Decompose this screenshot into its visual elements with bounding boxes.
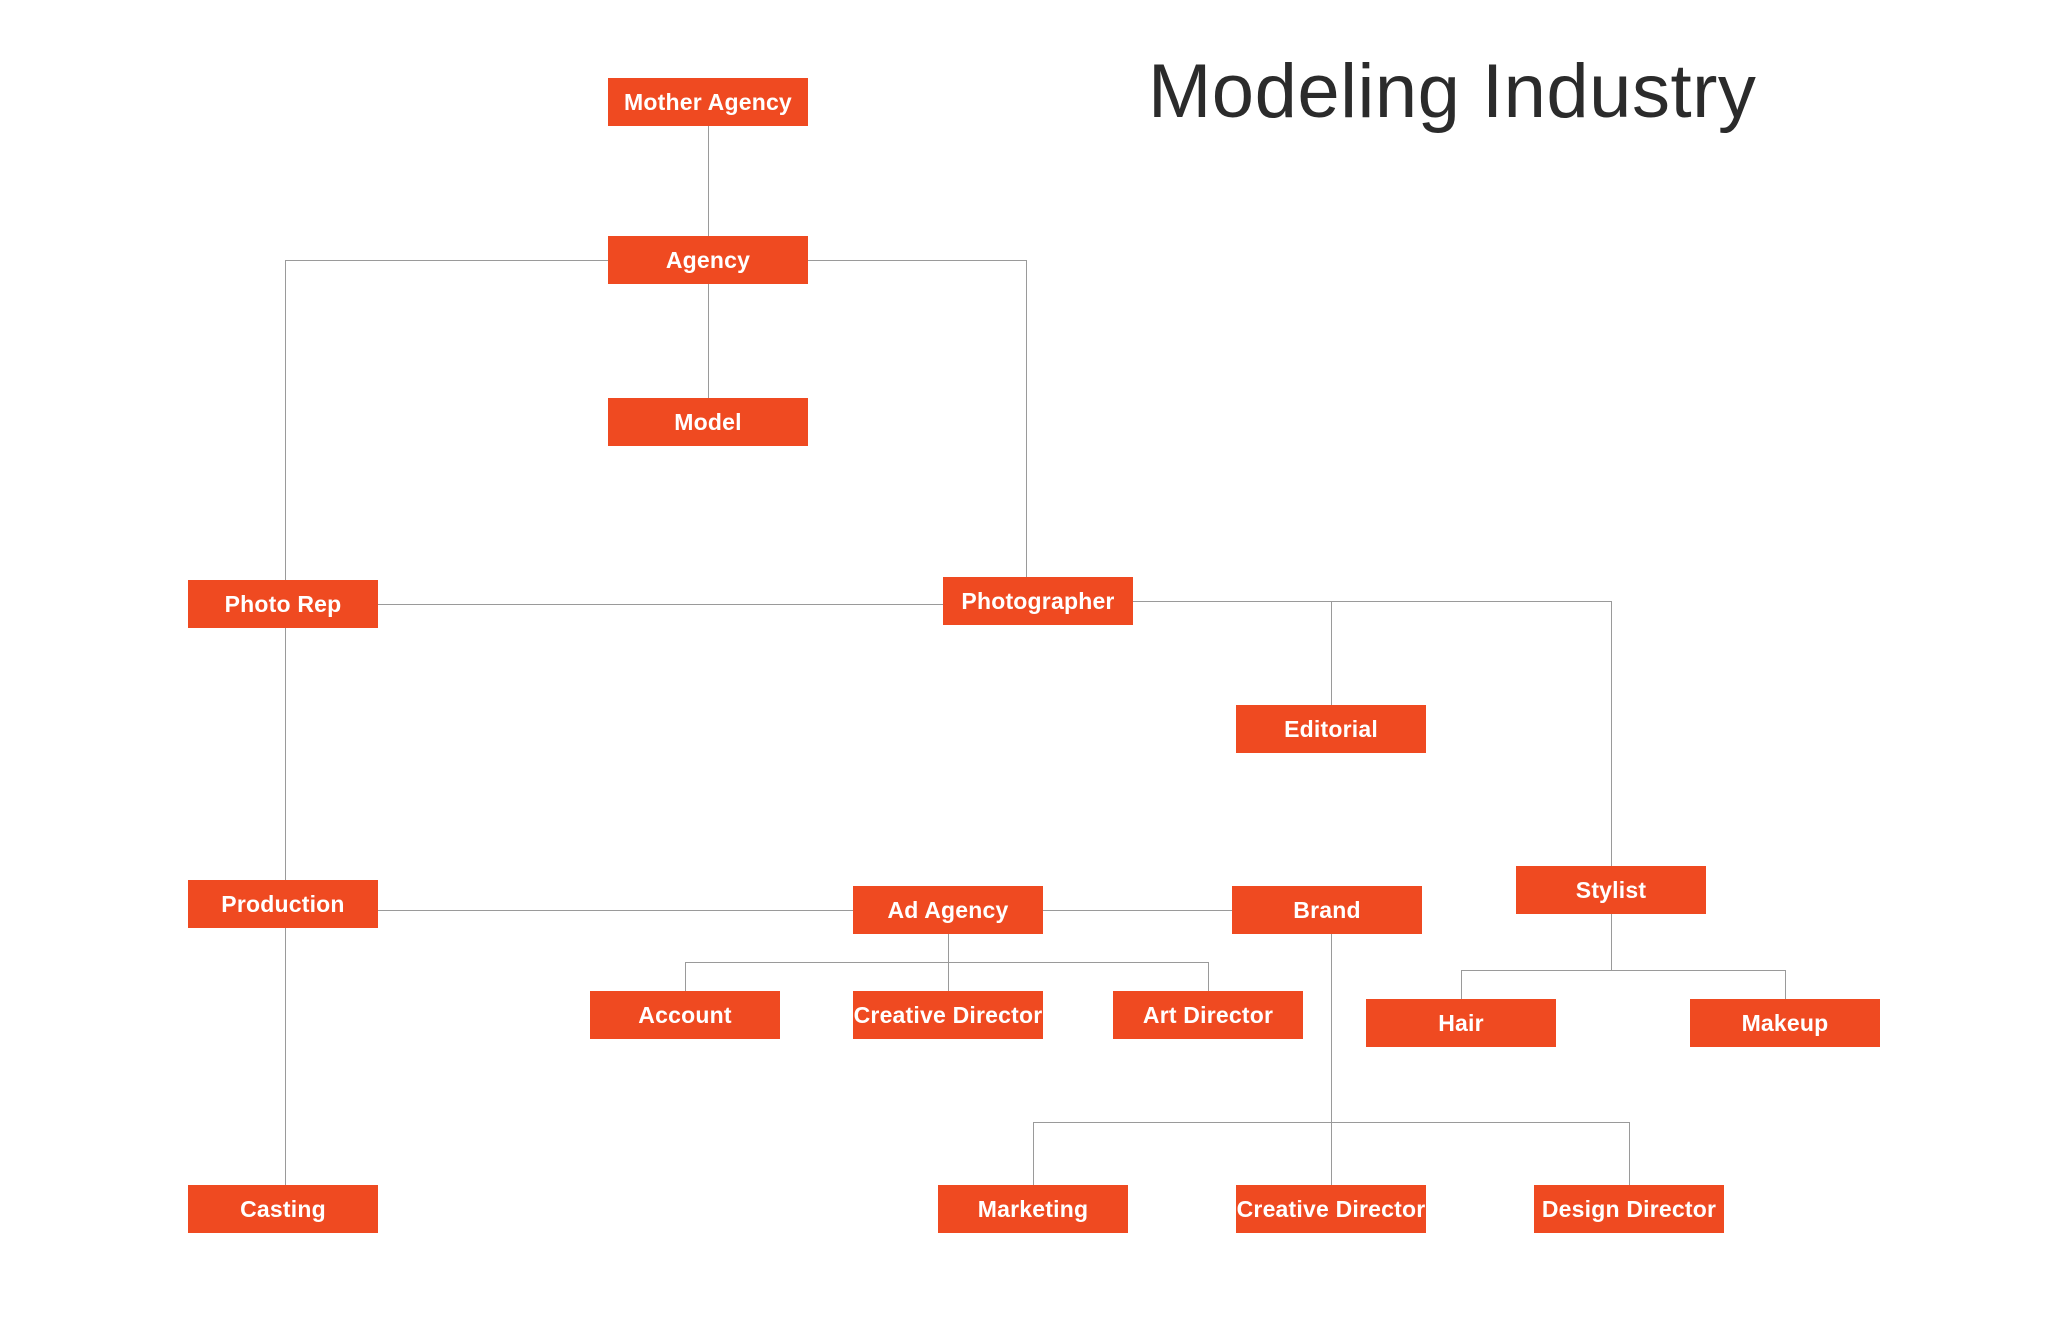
node-creative-director-brand[interactable]: Creative Director <box>1236 1185 1426 1233</box>
node-editorial[interactable]: Editorial <box>1236 705 1426 753</box>
edge-brand-to-marketing <box>1033 1122 1034 1185</box>
edge-photographer-to-stylist <box>1611 601 1612 866</box>
node-label: Editorial <box>1284 715 1378 742</box>
node-label: Model <box>674 408 742 435</box>
node-creative-director-ad[interactable]: Creative Director <box>853 991 1043 1039</box>
node-photo-rep[interactable]: Photo Rep <box>188 580 378 628</box>
node-brand[interactable]: Brand <box>1232 886 1422 934</box>
node-account[interactable]: Account <box>590 991 780 1039</box>
edge-ad-agency-to-art-director <box>1208 962 1209 991</box>
edge-stylist-children-bus <box>1461 970 1785 971</box>
node-label: Marketing <box>977 1195 1089 1222</box>
edge-production-to-ad-agency <box>378 910 853 911</box>
edge-photographer-to-editorial <box>1331 601 1332 705</box>
node-casting[interactable]: Casting <box>188 1185 378 1233</box>
node-photographer[interactable]: Photographer <box>943 577 1133 625</box>
edge-brand-to-creative-director <box>1331 1122 1332 1185</box>
node-ad-agency[interactable]: Ad Agency <box>853 886 1043 934</box>
edge-agency-left-horizontal <box>285 260 609 261</box>
node-label: Brand <box>1293 896 1361 923</box>
node-label: Photographer <box>961 587 1115 614</box>
edge-brand-stem <box>1331 934 1332 1122</box>
node-label: Hair <box>1438 1009 1484 1036</box>
edge-photographer-right-bus <box>1133 601 1611 602</box>
edge-agency-to-model <box>708 284 709 398</box>
node-label: Account <box>638 1001 732 1028</box>
edge-ad-agency-to-brand <box>1043 910 1232 911</box>
node-stylist[interactable]: Stylist <box>1516 866 1706 914</box>
node-art-director[interactable]: Art Director <box>1113 991 1303 1039</box>
edge-ad-agency-to-account <box>685 962 686 991</box>
edge-mother-agency-to-agency <box>708 126 709 236</box>
edge-stylist-to-hair <box>1461 970 1462 999</box>
edge-agency-right-horizontal <box>808 260 1026 261</box>
node-label: Casting <box>240 1195 326 1222</box>
node-label: Production <box>221 890 345 917</box>
page-title: Modeling Industry <box>1148 49 1757 134</box>
edge-ad-agency-children-bus <box>685 962 1208 963</box>
edge-photo-rep-to-production <box>285 628 286 880</box>
node-label: Creative Director <box>1236 1195 1426 1222</box>
node-hair[interactable]: Hair <box>1366 999 1556 1047</box>
node-label: Photo Rep <box>224 590 342 617</box>
node-marketing[interactable]: Marketing <box>938 1185 1128 1233</box>
node-production[interactable]: Production <box>188 880 378 928</box>
node-label: Ad Agency <box>887 896 1009 923</box>
node-label: Stylist <box>1575 876 1647 903</box>
node-makeup[interactable]: Makeup <box>1690 999 1880 1047</box>
edge-stylist-to-makeup <box>1785 970 1786 999</box>
node-label: Design Director <box>1541 1195 1717 1222</box>
node-agency[interactable]: Agency <box>608 236 808 284</box>
node-mother-agency[interactable]: Mother Agency <box>608 78 808 126</box>
edge-agency-left-down-to-photo-rep <box>285 260 286 580</box>
node-label: Mother Agency <box>624 88 792 115</box>
node-design-director[interactable]: Design Director <box>1534 1185 1724 1233</box>
edge-photo-rep-to-photographer <box>378 604 943 605</box>
node-model[interactable]: Model <box>608 398 808 446</box>
node-label: Makeup <box>1741 1009 1829 1036</box>
node-label: Agency <box>665 246 751 273</box>
edge-stylist-stem <box>1611 914 1612 970</box>
node-label: Creative Director <box>853 1001 1043 1028</box>
edge-agency-right-down-to-photographer <box>1026 260 1027 577</box>
edge-brand-to-design-director <box>1629 1122 1630 1185</box>
edge-production-to-casting <box>285 928 286 1185</box>
node-label: Art Director <box>1142 1001 1274 1028</box>
